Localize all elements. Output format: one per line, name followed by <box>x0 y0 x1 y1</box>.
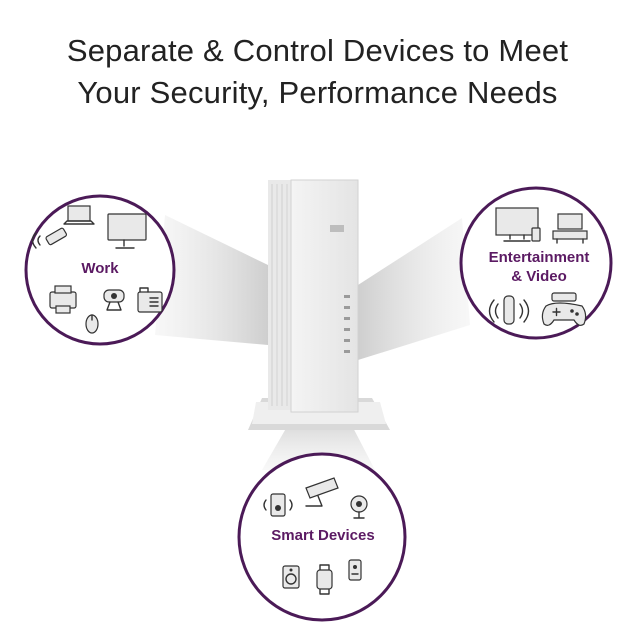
headline: Separate & Control Devices to Meet Your … <box>0 30 635 114</box>
entertainment-circle: Entertainment & Video <box>459 186 613 340</box>
tv-icon <box>495 207 539 242</box>
tv-stand-icon <box>552 213 588 244</box>
speaker-icon <box>282 565 300 589</box>
webcam-icon <box>103 289 125 311</box>
smart-devices-label: Smart Devices <box>271 527 374 544</box>
game-controller-icon <box>541 292 587 326</box>
headline-line-1: Separate & Control Devices to Meet <box>66 33 569 68</box>
security-camera-icon <box>305 477 339 507</box>
printer-icon <box>49 285 77 314</box>
entertainment-label-line-2: & Video <box>511 268 567 285</box>
streaming-box-icon <box>531 227 541 242</box>
laptop-icon <box>63 205 95 225</box>
router-logo <box>330 225 344 232</box>
baby-monitor-icon <box>263 493 293 517</box>
indoor-camera-icon <box>350 495 368 519</box>
smart-devices-circle: Smart Devices <box>237 452 407 622</box>
smart-plug-icon <box>348 559 362 581</box>
beam-left <box>155 215 268 345</box>
smartwatch-icon <box>316 564 333 595</box>
entertainment-label-line-1: Entertainment <box>489 249 590 266</box>
desktop-monitor-icon <box>107 213 147 249</box>
work-label: Work <box>81 260 119 277</box>
work-circle: Work <box>24 194 176 346</box>
router <box>248 179 390 430</box>
smart-speaker-icon <box>488 295 530 325</box>
mouse-icon <box>85 314 99 334</box>
router-led-column <box>344 295 350 353</box>
headline-line-2: Your Security, Performance Needs <box>77 75 558 110</box>
desk-phone-icon <box>137 287 163 313</box>
usb-wifi-icon <box>31 227 68 249</box>
beam-right <box>358 218 470 360</box>
